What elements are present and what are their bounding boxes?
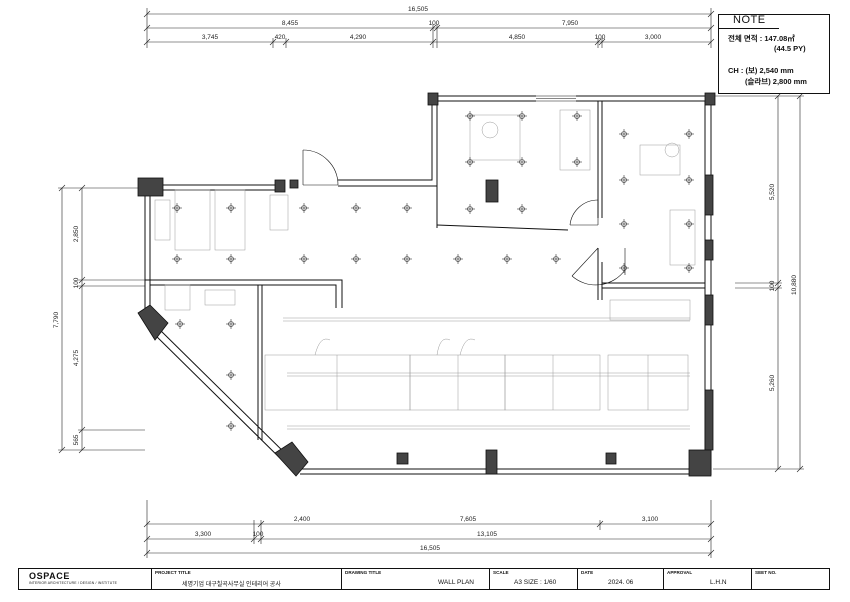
dim-bottom-total: 16,505: [420, 545, 440, 552]
note-area: 전체 면적 : 147.08㎡: [728, 34, 795, 43]
project-title-cell: PROJECT TITLE 세명기업 대구칠곡사무실 인테리어 공사: [151, 569, 341, 589]
dim-bottom-detail-2: 7,605: [460, 516, 477, 523]
dim-right-detail-2: 100: [769, 280, 776, 291]
approval-label: APPROVAL: [667, 570, 693, 575]
drawing-title-label: DRAWING TITLE: [345, 570, 382, 575]
dim-top-mid-2: 100: [429, 20, 440, 27]
walls: [138, 95, 712, 475]
note-area-py: (44.5 PY): [774, 44, 806, 53]
left-dimension-lines: [58, 184, 145, 454]
note-box: NOTE 전체 면적 : 147.08㎡ (44.5 PY) CH : (보) …: [718, 14, 830, 94]
doors: [302, 95, 626, 286]
dim-left-detail-2: 100: [73, 277, 80, 288]
ceiling-lights: [172, 111, 694, 431]
scale-label: SCALE: [493, 570, 509, 575]
dim-bottom-mid-2: 100: [253, 531, 264, 538]
dim-right-detail-3: 5,260: [769, 374, 776, 391]
note-ceiling-height: CH : (보) 2,540 mm: [728, 66, 794, 75]
dim-top-detail-3: 4,290: [350, 34, 367, 41]
project-title-label: PROJECT TITLE: [155, 570, 191, 575]
dim-left-detail-1: 2,850: [73, 225, 80, 242]
dim-bottom-mid-3: 13,105: [477, 531, 497, 538]
sheet-no-cell: SEET NO.: [751, 569, 829, 589]
dim-top-detail-4: 4,850: [509, 34, 526, 41]
furniture: [154, 109, 696, 430]
dim-top-mid-1: 8,455: [282, 20, 299, 27]
drawing-title-value: WALL PLAN: [438, 579, 475, 586]
project-title-value: 세명기업 대구칠곡사무실 인테리어 공사: [182, 582, 281, 588]
dim-left-total: 7,790: [53, 311, 60, 328]
dim-top-total: 16,505: [408, 6, 428, 13]
columns: [137, 92, 716, 477]
approval-value: L.H.N: [710, 579, 727, 586]
dim-top-detail-2: 420: [275, 34, 286, 41]
dim-left-detail-3: 4,275: [73, 349, 80, 366]
dim-bottom-mid-1: 3,300: [195, 531, 212, 538]
dim-right-total: 10,880: [791, 275, 798, 295]
title-block: OSPACE INTERIOR ARCHITECTURE / DESIGN / …: [18, 568, 830, 590]
top-dimension-lines: [143, 8, 715, 48]
drawing-title-cell: DRAWING TITLE WALL PLAN: [341, 569, 489, 589]
dim-top-detail-1: 3,745: [202, 34, 219, 41]
note-title: NOTE: [733, 14, 766, 26]
date-cell: DATE 2024. 06: [577, 569, 663, 589]
date-label: DATE: [581, 570, 594, 575]
dim-left-detail-4: 565: [73, 434, 80, 445]
dim-bottom-detail-3: 3,100: [642, 516, 659, 523]
note-title-underline: [719, 28, 779, 29]
company-tagline: INTERIOR ARCHITECTURE / DESIGN / INSTITU…: [29, 581, 118, 585]
scale-cell: SCALE A3 SIZE : 1/60: [489, 569, 577, 589]
dim-bottom-detail-1: 2,400: [294, 516, 311, 523]
dim-right-detail-1: 5,520: [769, 183, 776, 200]
note-slab-height: (슬라브) 2,800 mm: [745, 77, 807, 86]
date-value: 2024. 06: [608, 579, 634, 586]
dim-top-mid-3: 7,950: [562, 20, 579, 27]
dim-top-detail-5: 100: [595, 34, 606, 41]
company-logo: OSPACE: [29, 571, 70, 581]
sheet-no-label: SEET NO.: [755, 570, 777, 575]
bottom-dimension-lines: [143, 500, 715, 558]
right-dimension-lines: [713, 92, 804, 473]
scale-value: A3 SIZE : 1/60: [514, 579, 557, 586]
approval-cell: APPROVAL L.H.N: [663, 569, 751, 589]
dim-top-detail-6: 3,000: [645, 34, 662, 41]
